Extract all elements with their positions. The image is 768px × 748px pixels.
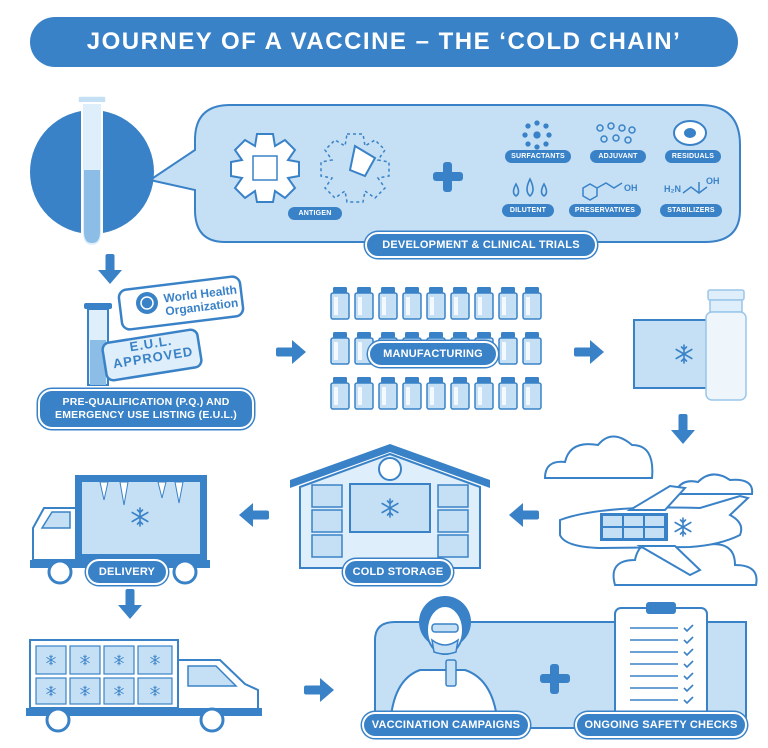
who-stamp-icon bbox=[117, 275, 245, 331]
vial-icon bbox=[426, 376, 446, 410]
cold-storage-label: COLD STORAGE bbox=[343, 559, 453, 585]
residuals-icon bbox=[673, 120, 707, 146]
development-section bbox=[30, 95, 741, 248]
airplane-icon bbox=[559, 484, 751, 577]
vaccination-label: VACCINATION CAMPAIGNS bbox=[362, 712, 530, 738]
eul-stamp-icon bbox=[101, 328, 203, 382]
arrow-right-3-icon bbox=[304, 678, 334, 702]
check-icon bbox=[683, 624, 694, 633]
check-icon bbox=[683, 696, 694, 705]
stabilizer-formula-right: OH bbox=[706, 176, 720, 186]
component-residuals: RESIDUALS bbox=[665, 150, 721, 163]
component-adjuvant: ADJUVANT bbox=[590, 150, 646, 163]
arrow-left-1-icon bbox=[509, 503, 539, 527]
small-test-tube-icon bbox=[84, 303, 112, 386]
vial-icon bbox=[522, 331, 542, 365]
prequalification-section bbox=[84, 275, 245, 386]
vial-icon bbox=[498, 286, 518, 320]
arrow-down-1-icon bbox=[98, 254, 122, 284]
delivery-label: DELIVERY bbox=[86, 559, 168, 585]
arrow-right-1-icon bbox=[276, 340, 306, 364]
vial-icon bbox=[378, 376, 398, 410]
vial-icon bbox=[354, 376, 374, 410]
check-icon bbox=[683, 684, 694, 693]
vial-icon bbox=[474, 376, 494, 410]
arrow-left-2-icon bbox=[239, 503, 269, 527]
plus-icon-2 bbox=[540, 664, 570, 694]
prequalification-label: PRE-QUALIFICATION (P.Q.) AND EMERGENCY U… bbox=[38, 389, 254, 429]
vaccination-panel bbox=[374, 596, 747, 729]
pq-line-2: EMERGENCY USE LISTING (E.U.L.) bbox=[55, 409, 237, 421]
vial-icon bbox=[402, 286, 422, 320]
vial-icon bbox=[522, 376, 542, 410]
vial-icon bbox=[426, 286, 446, 320]
vial-icon bbox=[354, 286, 374, 320]
preservatives-icon bbox=[582, 182, 623, 201]
arrow-down-2-icon bbox=[671, 414, 695, 444]
clipboard-icon bbox=[614, 602, 708, 719]
development-label: DEVELOPMENT & CLINICAL TRIALS bbox=[365, 232, 597, 258]
antigen-label: ANTIGEN bbox=[288, 207, 342, 220]
vial-icon bbox=[402, 376, 422, 410]
vial-icon bbox=[522, 286, 542, 320]
vial-icon bbox=[378, 286, 398, 320]
warehouse-icon bbox=[290, 444, 490, 569]
test-tube-icon bbox=[77, 95, 107, 248]
adjuvant-icon bbox=[596, 122, 636, 144]
arrow-right-2-icon bbox=[574, 340, 604, 364]
manufacturing-label: MANUFACTURING bbox=[368, 341, 498, 367]
pq-line-1: PRE-QUALIFICATION (P.Q.) AND bbox=[62, 395, 230, 408]
antigen-icon bbox=[230, 133, 300, 203]
check-icon bbox=[683, 672, 694, 681]
vial-icon bbox=[450, 376, 470, 410]
surfactants-icon bbox=[522, 120, 552, 150]
cooler-box-icon bbox=[633, 289, 747, 401]
page-title: JOURNEY OF A VACCINE – THE ‘COLD CHAIN’ bbox=[30, 17, 738, 67]
check-icon bbox=[683, 660, 694, 669]
safety-label: ONGOING SAFETY CHECKS bbox=[575, 712, 747, 738]
vial-icon bbox=[330, 376, 350, 410]
check-icon bbox=[683, 648, 694, 657]
vial-icon bbox=[450, 286, 470, 320]
antigen-outline-icon bbox=[320, 133, 390, 203]
component-stabilizers: STABILIZERS bbox=[660, 204, 722, 217]
preservative-formula: OH bbox=[624, 183, 638, 193]
arrow-down-3-icon bbox=[118, 589, 142, 619]
vial-icon bbox=[330, 331, 350, 365]
component-preservatives: PRESERVATIVES bbox=[569, 204, 641, 217]
component-dilutent: DILUTENT bbox=[502, 204, 554, 217]
plus-icon bbox=[433, 162, 463, 192]
vial-icon bbox=[474, 286, 494, 320]
stabilizer-formula-left: H₂N bbox=[664, 184, 681, 194]
component-surfactants: SURFACTANTS bbox=[505, 150, 571, 163]
vial-icon bbox=[498, 376, 518, 410]
dilutent-icon bbox=[512, 177, 548, 198]
stabilizers-icon bbox=[682, 182, 708, 194]
vial-icon bbox=[330, 286, 350, 320]
vial-icon bbox=[498, 331, 518, 365]
check-icon bbox=[683, 636, 694, 645]
delivery-van-icon bbox=[26, 639, 262, 733]
